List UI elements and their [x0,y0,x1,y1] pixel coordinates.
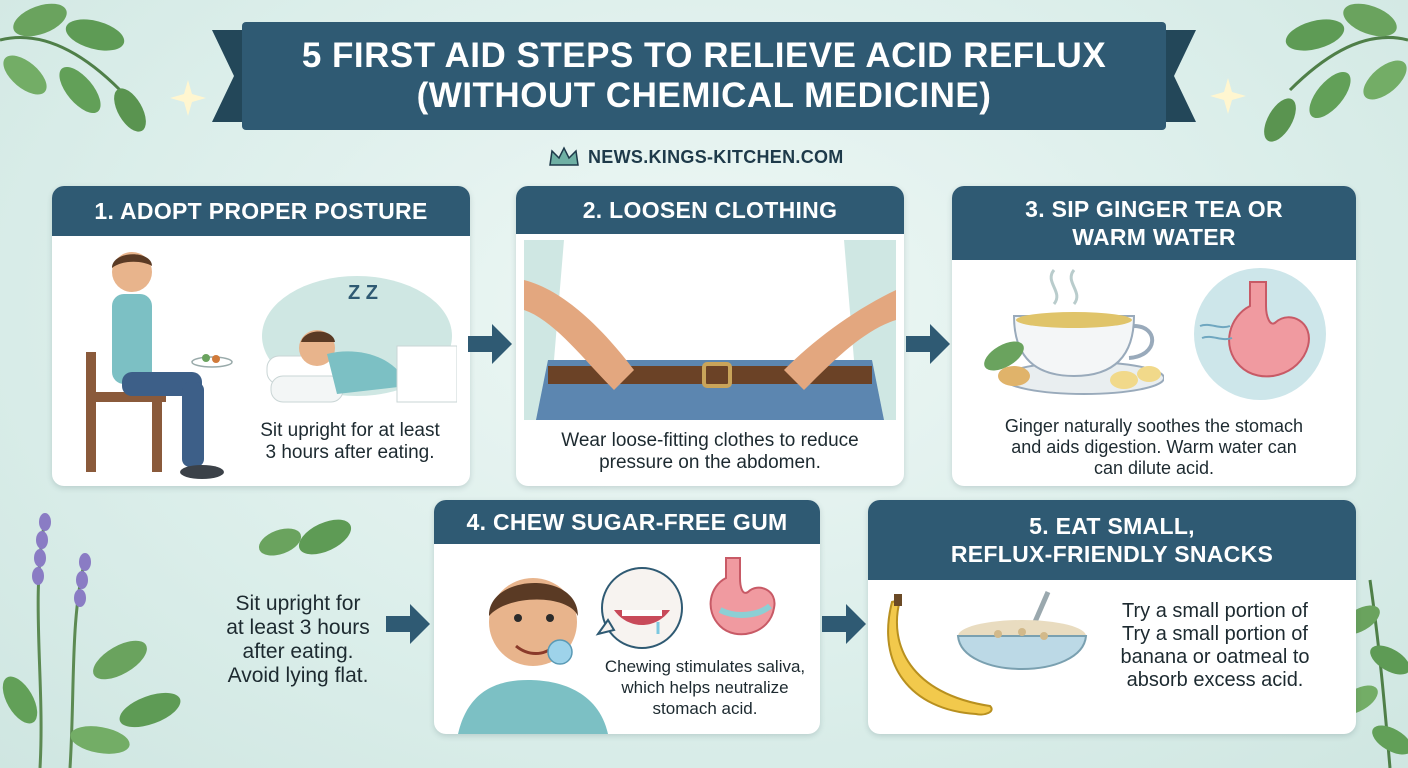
desc-line: and aids digestion. Warm water can [1011,437,1297,457]
step-body-2: Wear loose-fitting clothes to reduce pre… [516,234,904,486]
sitting-person-illustration [86,252,233,479]
leaves-top-left [0,3,146,132]
step-body-3: Ginger naturally soothes the stomach and… [952,260,1356,486]
desc-line: can dilute acid. [1093,458,1215,478]
lavender-plant [2,513,181,768]
saliva-mouth-icon [595,567,683,649]
title-line-2: (WITHOUT CHEMICAL MEDICINE) [416,76,992,115]
note-line: Sit upright for [235,592,361,615]
title-line: 3. SIP GINGER TEA OR [1025,196,1283,222]
desc-line: Try a small portion of [1122,600,1308,622]
sparkle-icon [170,80,206,116]
step-title-5: 5. EAT SMALL, REFLUX-FRIENDLY SNACKS [868,500,1356,580]
desc-line: pressure on the abdomen. [599,452,821,473]
crown-icon [549,146,579,166]
desc-line: Wear loose-fitting clothes to reduce [561,430,859,451]
posture-note: Sit upright for at least 3 hours after e… [208,592,388,688]
step-body-5: Try a small portion of Try a small porti… [868,580,1356,734]
note-line: after eating. [242,640,354,663]
arrow-right-icon [822,604,866,644]
title-line: 5. EAT SMALL, [1029,513,1195,539]
arrow-right-icon [906,324,950,364]
leaves-top-right [1264,3,1408,142]
note-line: Avoid lying flat. [227,664,369,687]
oatmeal-bowl-icon [956,591,1088,670]
step-title-2: 2. LOOSEN CLOTHING [516,186,904,234]
chewing-person-illustration [458,578,608,734]
source-credit: NEWS.KINGS-KITCHEN.COM [548,142,844,172]
step-title-4: 4. CHEW SUGAR-FREE GUM [434,500,820,544]
step-card-2: 2. LOOSEN CLOTHING Wear loose-fitting cl… [516,186,904,486]
desc-line: Try a small portion of [1122,623,1308,645]
step-desc-3: Ginger naturally soothes the stomach and… [958,416,1350,479]
step-card-4: 4. CHEW SUGAR-FREE GUM Chewing stimulate… [434,500,820,734]
sparkle-icon [1210,78,1246,114]
stomach-icon [709,557,776,636]
step-desc-2: Wear loose-fitting clothes to reduce pre… [520,430,900,474]
step-card-5: 5. EAT SMALL, REFLUX-FRIENDLY SNACKS Try… [868,500,1356,734]
step-body-1: Z Z Sit upright for at least 3 hours aft… [52,236,470,486]
source-url: NEWS.KINGS-KITCHEN.COM [588,146,844,167]
desc-line: Ginger naturally soothes the stomach [1004,416,1304,436]
title-banner: 5 FIRST AID STEPS TO RELIEVE ACID REFLUX… [212,22,1196,130]
desc-line: Chewing stimulates saliva, [604,657,806,676]
loosen-belt-illustration [524,240,896,420]
desc-line: absorb excess acid. [1126,669,1304,691]
arrow-right-icon [386,604,430,644]
sleeping-person-illustration [262,276,457,403]
step-card-3: 3. SIP GINGER TEA OR WARM WATER Ginger n… [952,186,1356,486]
sleep-z-icon: Z Z [348,282,378,304]
desc-line: 3 hours after eating. [265,442,435,463]
step-body-4: Chewing stimulates saliva, which helps n… [434,544,820,734]
step-card-1: 1. ADOPT PROPER POSTURE Z Z Sit upri [52,186,470,486]
desc-line: Sit upright for at least [260,420,440,441]
note-line: at least 3 hours [226,616,370,639]
step-desc-5: Try a small portion of Try a small porti… [1084,600,1346,692]
desc-line: which helps neutralize [621,678,789,697]
desc-line: stomach acid. [652,699,758,718]
step-desc-4: Chewing stimulates saliva, which helps n… [594,656,816,719]
step-desc-1: Sit upright for at least 3 hours after e… [240,420,460,464]
desc-line: banana or oatmeal to [1120,646,1310,668]
leaf-icon [258,519,352,556]
step-title-1: 1. ADOPT PROPER POSTURE [52,186,470,236]
stomach-icon [1194,268,1326,400]
banner-ribbon [212,22,1196,130]
title-line: WARM WATER [1072,224,1236,250]
title-line-1: 5 FIRST AID STEPS TO RELIEVE ACID REFLUX [301,36,1107,75]
page-title: 5 FIRST AID STEPS TO RELIEVE ACID REFLUX… [272,36,1136,116]
step-title-3: 3. SIP GINGER TEA OR WARM WATER [952,186,1356,260]
ginger-tea-illustration [984,269,1164,395]
banana-icon [887,594,993,716]
title-line: REFLUX-FRIENDLY SNACKS [950,541,1274,567]
arrow-right-icon [468,324,512,364]
